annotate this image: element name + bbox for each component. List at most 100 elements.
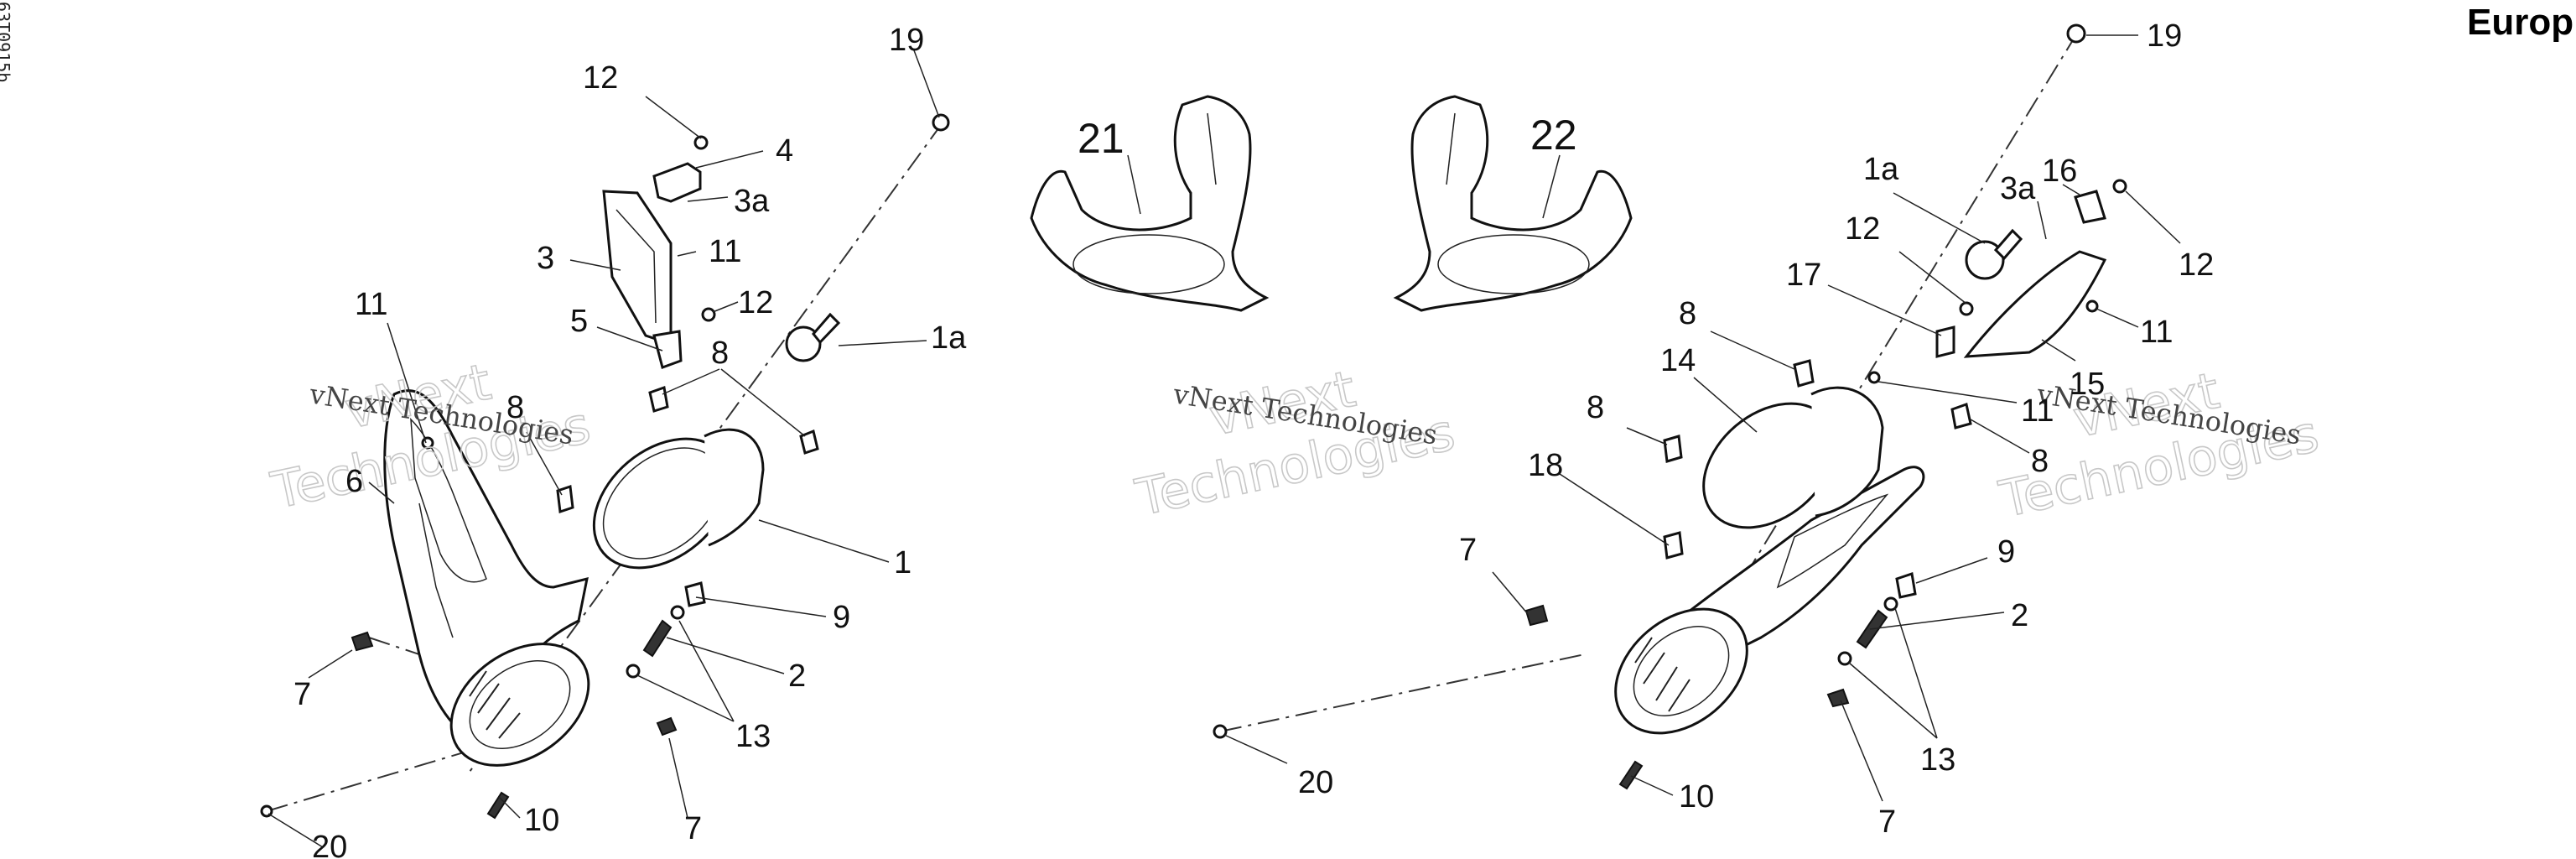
label-12b: 12 bbox=[738, 285, 773, 320]
bulb-base bbox=[812, 312, 841, 345]
right-bracket-16 bbox=[2074, 190, 2106, 224]
label-r1a: 1a bbox=[1863, 152, 1899, 187]
leader-r15 bbox=[2041, 339, 2076, 362]
left-axis-line-7 bbox=[368, 637, 445, 664]
label-r12b: 12 bbox=[2179, 247, 2214, 283]
label-r14: 14 bbox=[1660, 343, 1696, 378]
leader-7b bbox=[668, 737, 688, 819]
label-r20: 20 bbox=[1298, 765, 1333, 800]
leader-3 bbox=[569, 259, 621, 271]
nut-13b bbox=[626, 664, 641, 679]
label-4: 4 bbox=[776, 133, 793, 169]
label-r10: 10 bbox=[1679, 779, 1714, 815]
clip-9 bbox=[684, 581, 706, 607]
leader-r3a bbox=[2037, 200, 2047, 240]
bracket-21-ring bbox=[1072, 234, 1225, 294]
leader-6 bbox=[368, 482, 395, 504]
turn-signal-detail bbox=[615, 209, 657, 324]
label-r2: 2 bbox=[2011, 598, 2028, 633]
right-clip-8d bbox=[1663, 531, 1684, 560]
mounting-bracket-21 bbox=[1030, 95, 1270, 312]
leader-7a bbox=[308, 649, 353, 679]
bracket-21-slot bbox=[1207, 112, 1217, 185]
right-headlight-ring-inner bbox=[1633, 626, 1730, 716]
right-screw-7a bbox=[1524, 604, 1549, 627]
bracket-22-body bbox=[1393, 95, 1633, 312]
label-20: 20 bbox=[312, 830, 347, 859]
clip-8c bbox=[556, 484, 574, 514]
leader-22 bbox=[1542, 154, 1561, 219]
label-3: 3 bbox=[537, 241, 554, 276]
label-r11a: 11 bbox=[2021, 393, 2054, 429]
turn-signal-lens bbox=[602, 190, 673, 346]
leader-10 bbox=[498, 796, 521, 819]
leader-r17 bbox=[1827, 284, 1942, 336]
leader-r20 bbox=[1223, 734, 1288, 764]
right-headlight-housing bbox=[1810, 386, 1884, 518]
leader-12a bbox=[645, 96, 702, 139]
leader-9 bbox=[695, 596, 827, 617]
bracket-5 bbox=[652, 330, 683, 369]
label-10: 10 bbox=[524, 803, 559, 838]
screw-19 bbox=[932, 113, 950, 132]
label-7b: 7 bbox=[684, 811, 702, 846]
leader-r7a bbox=[1492, 571, 1529, 615]
label-r8b: 8 bbox=[1587, 390, 1604, 425]
leader-12b bbox=[712, 301, 739, 313]
label-r13: 13 bbox=[1920, 742, 1955, 778]
label-11b: 11 bbox=[709, 234, 741, 269]
label-5: 5 bbox=[570, 304, 588, 339]
leader-r14 bbox=[1693, 377, 1758, 433]
leader-r8b bbox=[1626, 427, 1668, 445]
clip-8a bbox=[648, 385, 669, 413]
right-nut-13a bbox=[1883, 596, 1898, 612]
leader-r9 bbox=[1915, 557, 1988, 584]
label-21: 21 bbox=[1078, 115, 1124, 162]
label-8a: 8 bbox=[711, 336, 729, 371]
right-screw-12b bbox=[1959, 301, 1974, 316]
label-3a: 3a bbox=[734, 184, 770, 219]
leader-4 bbox=[695, 150, 764, 169]
right-screw-12 bbox=[2112, 179, 2127, 194]
right-ring-vents bbox=[1634, 637, 1690, 712]
right-clip-8c bbox=[1950, 403, 1972, 430]
leader-21 bbox=[1127, 154, 1141, 215]
right-clip-9 bbox=[1895, 572, 1917, 599]
headlight-ring bbox=[449, 643, 590, 767]
right-screw-11b bbox=[2085, 299, 2099, 313]
leader-1a bbox=[838, 340, 927, 346]
right-bracket-17 bbox=[1935, 325, 1955, 358]
right-nut-13b bbox=[1837, 651, 1852, 666]
label-1: 1 bbox=[894, 545, 911, 580]
label-r8c: 8 bbox=[2031, 444, 2049, 479]
screw-10 bbox=[486, 791, 510, 820]
right-clip-8b bbox=[1663, 435, 1683, 463]
right-bulb-1a bbox=[1965, 240, 2005, 280]
label-12a: 12 bbox=[583, 60, 618, 96]
label-r12a: 12 bbox=[1845, 211, 1880, 247]
leader-1 bbox=[758, 519, 890, 563]
right-bezel-bracket bbox=[1675, 466, 1925, 664]
leader-r8a bbox=[1710, 331, 1795, 370]
mounting-bracket-22 bbox=[1393, 95, 1633, 312]
bracket-22-slot bbox=[1446, 112, 1456, 185]
nut-13a bbox=[670, 605, 685, 620]
part-labels: 19 12 4 3a 3 11 5 12 1a 11 8 8 6 1 9 2 1… bbox=[293, 18, 2214, 859]
clip-8b bbox=[799, 429, 819, 455]
screw-12 bbox=[693, 135, 709, 150]
leader-r12a bbox=[1898, 251, 1967, 305]
leader-r8c bbox=[1970, 419, 2030, 454]
label-9: 9 bbox=[833, 600, 850, 635]
label-r8a: 8 bbox=[1679, 296, 1696, 331]
screw-12b bbox=[701, 307, 716, 322]
headlight-ring-inner bbox=[469, 659, 571, 750]
right-turn-signal-lens bbox=[1963, 250, 2107, 358]
label-r11b: 11 bbox=[2140, 315, 2173, 350]
label-2: 2 bbox=[788, 659, 806, 694]
leader-8c bbox=[526, 431, 563, 496]
label-r19: 19 bbox=[2147, 18, 2182, 54]
right-screw-7b bbox=[1826, 688, 1850, 708]
label-8b: 8 bbox=[506, 390, 524, 425]
